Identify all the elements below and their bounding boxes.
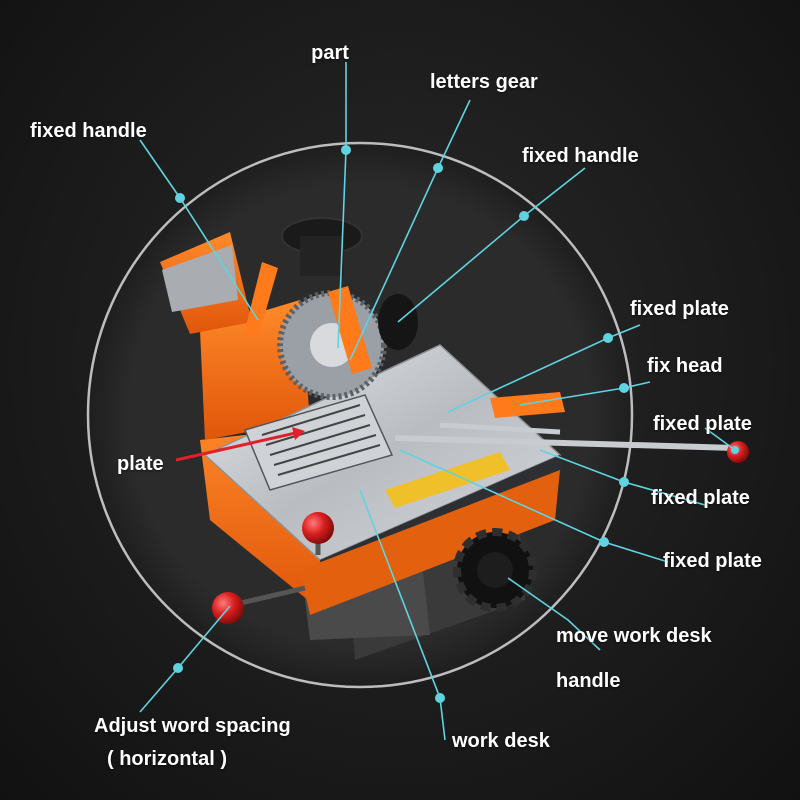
top-knob-stem — [300, 236, 344, 276]
label-fixed-handle-left: fixed handle — [30, 120, 147, 142]
leader-move-work-desk — [507, 577, 601, 651]
name-plate-text-lines — [261, 404, 381, 476]
fix-head-arm — [490, 392, 565, 418]
leader-dots — [173, 145, 739, 703]
move-desk-knob-cap — [477, 552, 513, 588]
steel-handle-rod-2 — [439, 422, 561, 435]
label-fix-head: fix head — [647, 355, 723, 377]
label-part: part — [311, 42, 349, 64]
left-fixed-handle — [244, 262, 278, 338]
front-rail — [300, 470, 560, 615]
machine-illustration — [160, 217, 749, 660]
plate-arrow — [175, 427, 305, 462]
label-fixed-plate-4: fixed plate — [663, 550, 762, 572]
red-knob-center — [302, 512, 334, 544]
label-work-desk: work desk — [452, 730, 550, 752]
label-fixed-plate-3: fixed plate — [651, 487, 750, 509]
warning-label — [385, 452, 510, 508]
label-letters-gear: letters gear — [430, 71, 538, 93]
label-plate: plate — [117, 453, 164, 475]
label-handle: handle — [556, 670, 621, 692]
label-horizontal: ( horizontal ) — [107, 748, 227, 770]
steel-handle-rod — [394, 435, 736, 451]
label-move-work-desk: move work desk — [556, 625, 712, 647]
label-adjust-word-spacing: Adjust word spacing — [94, 715, 291, 737]
label-fixed-plate-2: fixed plate — [653, 413, 752, 435]
label-fixed-plate-1: fixed plate — [630, 298, 729, 320]
label-fixed-handle-right: fixed handle — [522, 145, 639, 167]
machine-top-arm-steel — [162, 245, 238, 312]
leader-fixed-plate-2 — [704, 427, 736, 451]
